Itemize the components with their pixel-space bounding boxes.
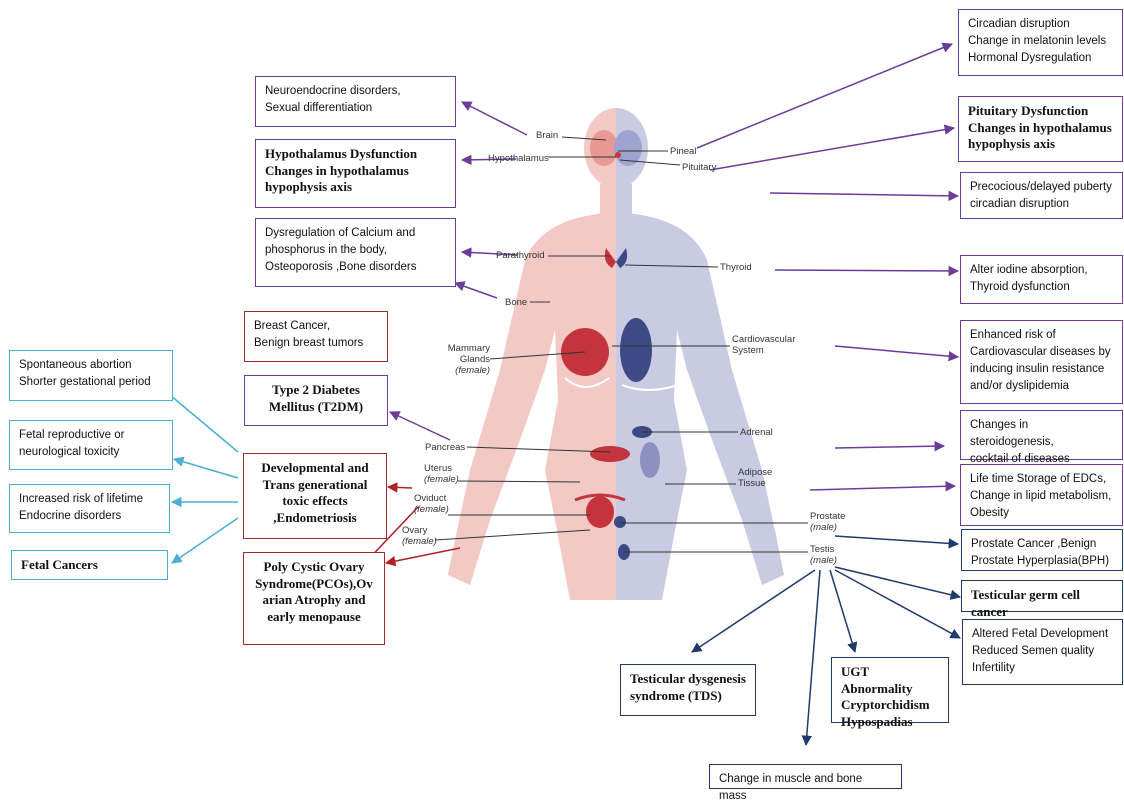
neuroendocrine-box: Neuroendocrine disorders, Sexual differe… [255, 76, 456, 127]
breast-outline [564, 377, 610, 388]
breast-cancer-box: Breast Cancer, Benign breast tumors [244, 311, 388, 362]
parathyroid-label: Parathyroid [496, 250, 545, 261]
uterus-label: Uterus(female) [424, 463, 459, 485]
prostate-organ [614, 516, 626, 528]
fetal-cancers-box: Fetal Cancers [11, 550, 168, 580]
muscle-bone-mass-box: Change in muscle and bone mass [709, 764, 902, 802]
thyroid-label: Thyroid [720, 262, 752, 273]
germ-cell-cancer-box: Testicular germ cell cancer [961, 580, 1123, 619]
organs [561, 130, 679, 560]
kidney-organ [640, 442, 660, 478]
pineal-organ [615, 152, 621, 158]
iodine-box: Alter iodine absorption, Thyroid dysfunc… [960, 255, 1123, 304]
ugt-abnormality-box: UGT Abnormality Cryptorchidism Hypospadi… [831, 657, 949, 729]
brain-male-organ [614, 130, 642, 166]
adipose-label: Adipose Tissue [738, 467, 773, 489]
pancreas-organ [590, 446, 630, 462]
fetal-toxicity-box: Fetal reproductive or neurological toxic… [9, 420, 173, 470]
thyroid-female-organ [604, 248, 616, 268]
puberty-box: Precocious/delayed puberty circadian dis… [960, 172, 1123, 219]
developmental-toxicity-box: Developmental and Trans generational tox… [243, 453, 387, 539]
endocrine-risk-box: Increased risk of lifetime Endocrine dis… [9, 484, 170, 533]
brain-female-organ [590, 130, 618, 166]
circadian-box: Circadian disruption Change in melatonin… [958, 9, 1123, 76]
steroidogenesis-box: Changes in steroidogenesis, cocktail of … [960, 410, 1123, 465]
prostate-label: Prostate(male) [810, 511, 846, 533]
cardiovascular-risk-box: Enhanced risk of Cardiovascular diseases… [960, 320, 1123, 404]
bone-label: Bone [505, 297, 528, 308]
mammary-glands-label: Mammary Glands(female) [447, 343, 490, 376]
edc-storage-box: Life time Storage of EDCs, Change in lip… [960, 464, 1123, 526]
navy-arrows [691, 535, 962, 747]
pituitary-dysfunction-box: Pituitary Dysfunction Changes in hypotha… [958, 96, 1123, 162]
hypothalamus-label: Hypothalamus [488, 153, 549, 164]
oviduct-organ [574, 493, 626, 502]
cardiovascular-label: Cardiovascular System [732, 334, 796, 356]
pituitary-label: Pituitary [682, 162, 717, 173]
testis-label: Testis(male) [810, 544, 837, 566]
adrenal-label: Adrenal [740, 427, 773, 438]
uterus-organ [586, 496, 614, 528]
fetal-development-box: Altered Fetal Development Reduced Semen … [962, 619, 1123, 685]
spontaneous-abortion-box: Spontaneous abortion Shorter gestational… [9, 350, 173, 401]
purple-arrows [389, 42, 960, 492]
lung-organ [620, 318, 652, 382]
blue-arrows [157, 384, 239, 564]
prostate-cancer-box: Prostate Cancer ,Benign Prostate Hyperpl… [961, 529, 1123, 571]
pcos-box: Poly Cystic Ovary Syndrome(PCOs),Ov aria… [243, 552, 385, 645]
tds-box: Testicular dysgenesis syndrome (TDS) [620, 664, 756, 716]
organ-leader-lines [434, 136, 808, 553]
rib-outline [621, 384, 679, 391]
calcium-dysregulation-box: Dysregulation of Calcium and phosphorus … [255, 218, 456, 287]
thyroid-male-organ [616, 248, 628, 268]
hypothalamus-dysfunction-box: Hypothalamus Dysfunction Changes in hypo… [255, 139, 456, 208]
ovary-label: Ovary(female) [402, 525, 437, 547]
t2dm-box: Type 2 Diabetes Mellitus (T2DM) [244, 375, 388, 426]
pineal-label: Pineal [670, 146, 697, 157]
pancreas-label: Pancreas [425, 442, 466, 453]
oviduct-label: Oviduct(female) [414, 493, 449, 515]
brain-label: Brain [536, 130, 559, 141]
